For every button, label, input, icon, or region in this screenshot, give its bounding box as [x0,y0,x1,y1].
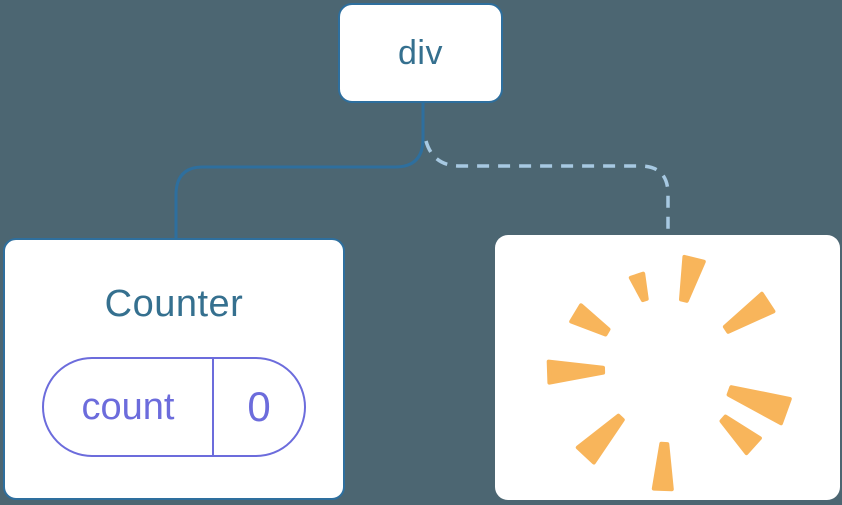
state-value-label: 0 [247,383,271,430]
state-key-label: count [81,385,175,428]
state-pill-value-cell: 0 [214,359,304,455]
poof-ray [679,254,706,303]
state-pill-key-cell: count [44,359,214,455]
poof-ray [546,359,606,385]
poof-icon [546,254,792,492]
poof-ray [575,413,625,465]
tree-node-div: div [338,3,503,103]
poof-ray [569,303,611,337]
state-pill: count 0 [42,357,306,457]
poof-ray [722,291,776,334]
counter-node-title: Counter [104,283,244,325]
poof-ray [719,414,762,456]
poof-ray [726,385,792,426]
tree-node-removed [495,235,840,500]
poof-ray [651,441,674,492]
poof-ray [628,271,649,303]
tree-node-counter: Counter count 0 [3,238,345,500]
div-node-label: div [398,33,443,72]
edge-dashed-div-to-removed [424,140,670,237]
edge-solid-div-to-counter [174,101,425,240]
